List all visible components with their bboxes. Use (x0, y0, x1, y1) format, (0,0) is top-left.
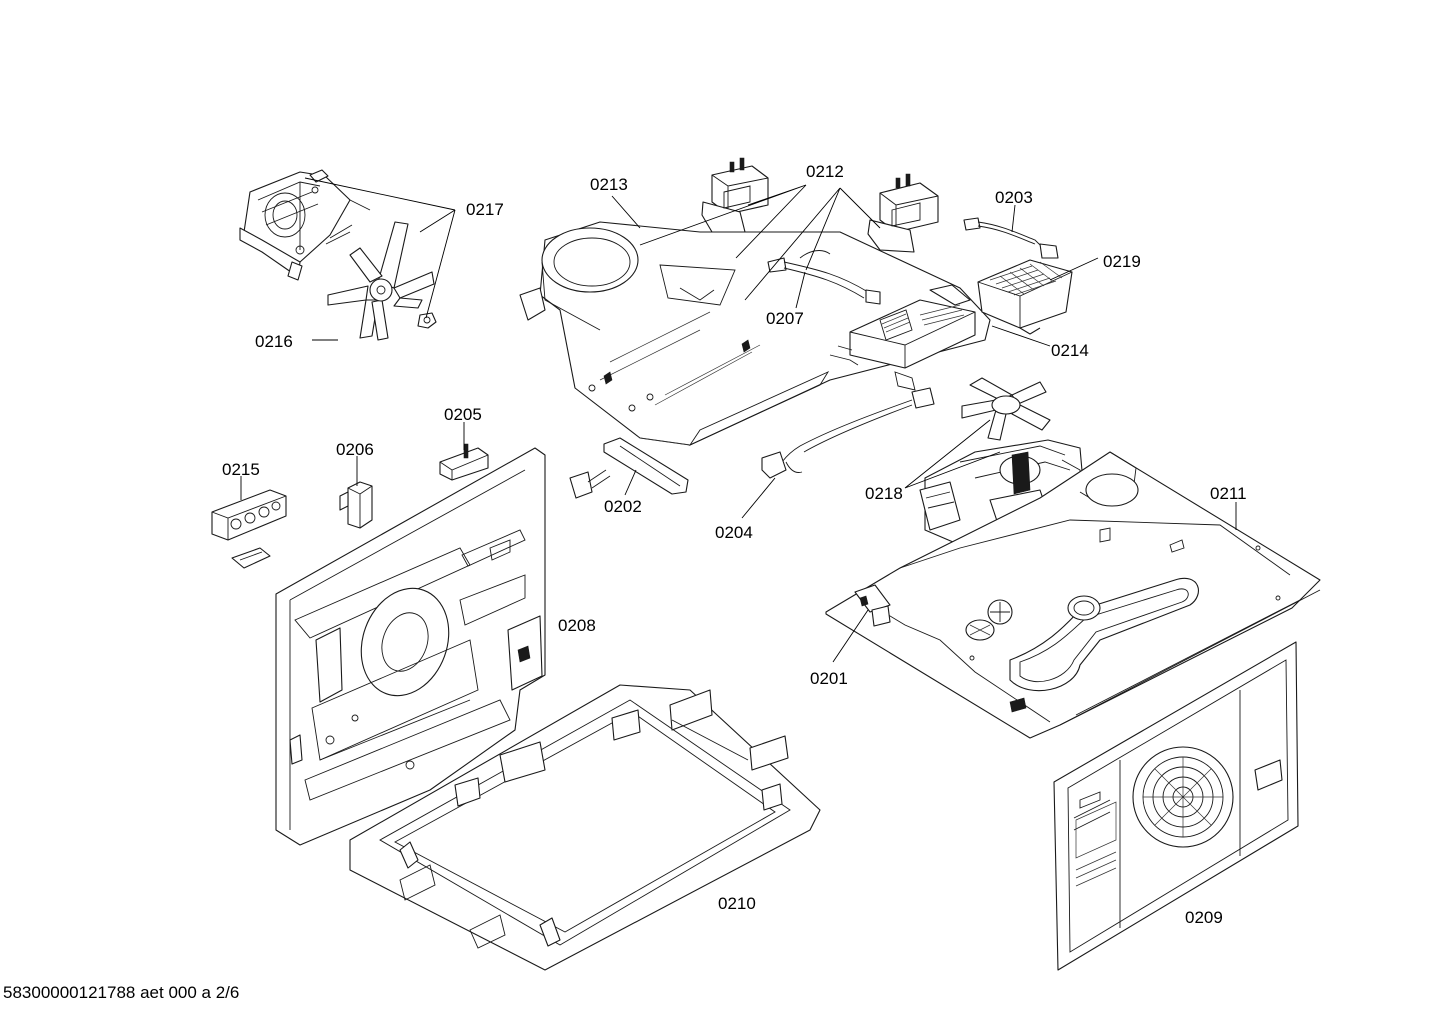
callout-0214: 0214 (1051, 341, 1089, 360)
callout-0209: 0209 (1185, 908, 1223, 927)
callout-0215: 0215 (222, 460, 260, 479)
callout-0204: 0204 (715, 523, 753, 542)
callout-0213: 0213 (590, 175, 628, 194)
control-knob-block (211, 489, 287, 569)
fan-blade (327, 221, 435, 341)
fan-nut (417, 312, 437, 329)
cable-harness-0207 (767, 250, 881, 305)
callout-0203: 0203 (995, 188, 1033, 207)
rear-panel (275, 447, 546, 846)
callout-labels: 0217 0216 0213 0212 0203 0219 0207 0214 … (222, 162, 1247, 927)
callout-0205: 0205 (444, 405, 482, 424)
callout-0219: 0219 (1103, 252, 1141, 271)
switch-0205 (439, 443, 489, 481)
callout-0217: 0217 (466, 200, 504, 219)
bracket-0206 (339, 481, 373, 529)
document-reference: 58300000121788 aet 000 a 2/6 (3, 983, 239, 1002)
callout-0201: 0201 (810, 669, 848, 688)
bottom-frame (349, 684, 821, 971)
leader-lines (240, 177, 1237, 663)
relay-right (867, 173, 939, 253)
callout-0208: 0208 (558, 616, 596, 635)
callout-0202: 0202 (604, 497, 642, 516)
heat-sink (977, 259, 1073, 335)
callout-0212: 0212 (806, 162, 844, 181)
control-module (829, 284, 976, 391)
switch-0202 (569, 437, 689, 499)
callout-0218: 0218 (865, 484, 903, 503)
callout-0211: 0211 (1210, 484, 1247, 503)
callout-0216: 0216 (255, 332, 293, 351)
cooling-fan-blade (961, 377, 1051, 441)
fan-motor-assembly (239, 169, 371, 281)
base-plate (825, 451, 1321, 739)
cable-harness-0203 (963, 217, 1059, 259)
callout-0207: 0207 (766, 309, 804, 328)
back-panel (1053, 641, 1299, 971)
cable-harness-0204 (761, 387, 935, 479)
callout-0210: 0210 (718, 894, 756, 913)
callout-0206: 0206 (336, 440, 374, 459)
relay-left (701, 157, 769, 233)
